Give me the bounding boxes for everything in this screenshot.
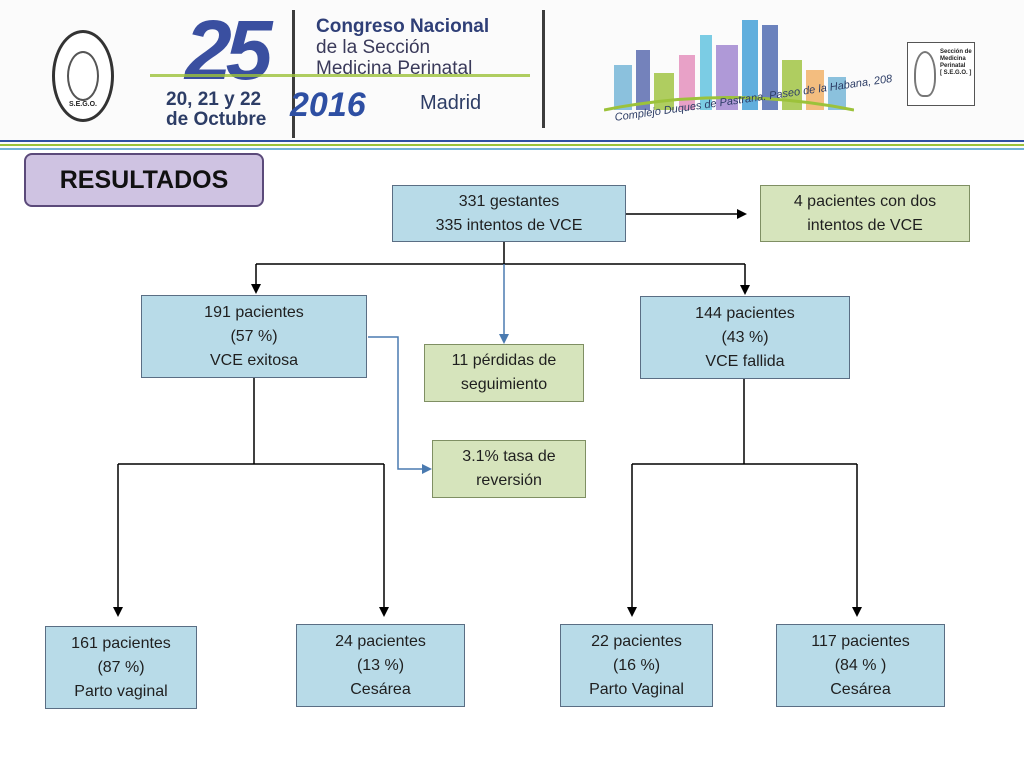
node-f-vaginal: 22 pacientes (16 %) Parto Vaginal — [560, 624, 713, 707]
node-failed-line-2: (43 %) — [721, 328, 769, 346]
banner-stripe-lightblue — [0, 148, 1024, 150]
node-f-vaginal-line-1: 22 pacientes — [591, 632, 682, 650]
node-s-cesarean-line-3: Cesárea — [350, 680, 411, 698]
node-s-vaginal: 161 pacientes (87 %) Parto vaginal — [45, 626, 197, 709]
node-s-cesarean: 24 pacientes (13 %) Cesárea — [296, 624, 465, 707]
node-lost-line-1: 11 pérdidas de — [451, 352, 557, 369]
arrow-to-reversion — [368, 336, 432, 474]
madrid-skyline-icon — [604, 20, 854, 112]
node-reversion: 3.1% tasa de reversión — [432, 440, 586, 498]
node-lost: 11 pérdidas de seguimiento — [424, 344, 584, 402]
fetus-icon — [914, 51, 936, 97]
congress-line-1: Congreso Nacional — [316, 16, 490, 37]
congress-dates: 20, 21 y 22 de Octubre — [166, 90, 266, 130]
congress-name: Congreso Nacional de la Sección Medicina… — [316, 16, 489, 79]
section-logo: Sección de Medicina Perinatal [ S.E.G.O.… — [907, 42, 975, 106]
congress-year: 2016 — [290, 86, 366, 124]
node-s-vaginal-line-3: Parto vaginal — [74, 682, 168, 700]
congress-number: 25 — [185, 3, 272, 97]
green-rule — [150, 74, 530, 77]
section-logo-text: Sección de Medicina Perinatal [ S.E.G.O.… — [940, 49, 974, 77]
header-divider-2 — [542, 10, 545, 128]
node-f-cesarean-line-3: Cesárea — [830, 680, 891, 698]
node-lost-line-2: seguimiento — [460, 376, 548, 393]
node-repeat-line-2: intentos de VCE — [807, 216, 923, 234]
node-f-cesarean: 117 pacientes (84 % ) Cesárea — [776, 624, 945, 707]
node-reversion-line-2: reversión — [476, 472, 542, 489]
node-f-cesarean-line-2: (84 % ) — [834, 656, 887, 674]
dates-line-2: de Octubre — [166, 109, 267, 130]
node-success-line-1: 191 pacientes — [204, 303, 304, 321]
header-banner: S.E.G.O. 25 20, 21 y 22 de Octubre 2016 … — [0, 0, 1024, 150]
node-success-line-3: VCE exitosa — [209, 351, 299, 369]
node-repeat: 4 pacientes con dos intentos de VCE — [760, 185, 970, 242]
congress-line-3: Medicina Perinatal — [316, 58, 473, 79]
node-success-line-2: (57 %) — [230, 327, 278, 345]
node-s-vaginal-line-2: (87 %) — [97, 658, 145, 676]
section-logo-line-4: [ S.E.G.O. ] — [940, 70, 972, 76]
node-failed: 144 pacientes (43 %) VCE fallida — [640, 296, 850, 379]
node-root-line-1: 331 gestantes — [458, 192, 560, 210]
seal-text: S.E.G.O. — [68, 101, 97, 108]
node-repeat-line-1: 4 pacientes con dos — [793, 192, 937, 210]
node-s-cesarean-line-1: 24 pacientes — [335, 632, 426, 650]
node-success: 191 pacientes (57 %) VCE exitosa — [141, 295, 367, 378]
banner-stripe-green — [0, 144, 1024, 146]
congress-city: Madrid — [420, 92, 482, 114]
node-root-line-2: 335 intentos de VCE — [435, 216, 583, 234]
node-s-vaginal-line-1: 161 pacientes — [71, 634, 171, 652]
dates-line-1: 20, 21 y 22 — [166, 89, 262, 110]
node-s-cesarean-line-2: (13 %) — [356, 656, 405, 674]
node-f-cesarean-line-1: 117 pacientes — [811, 632, 910, 650]
banner-stripe-blue — [0, 140, 1024, 142]
node-failed-line-1: 144 pacientes — [695, 304, 795, 322]
seal-emblem-icon — [67, 51, 99, 101]
node-failed-line-3: VCE fallida — [705, 352, 785, 370]
node-root: 331 gestantes 335 intentos de VCE — [392, 185, 626, 242]
sego-seal-logo: S.E.G.O. — [52, 30, 114, 122]
section-logo-line-1: Sección de — [940, 49, 972, 55]
section-logo-line-3: Perinatal — [940, 63, 966, 69]
congress-line-2: de la Sección — [316, 37, 431, 58]
node-reversion-line-1: 3.1% tasa de — [462, 448, 556, 465]
section-logo-line-2: Medicina — [940, 56, 966, 62]
slide-title: RESULTADOS — [24, 153, 264, 207]
node-f-vaginal-line-3: Parto Vaginal — [589, 680, 684, 698]
node-f-vaginal-line-2: (16 %) — [612, 656, 661, 674]
